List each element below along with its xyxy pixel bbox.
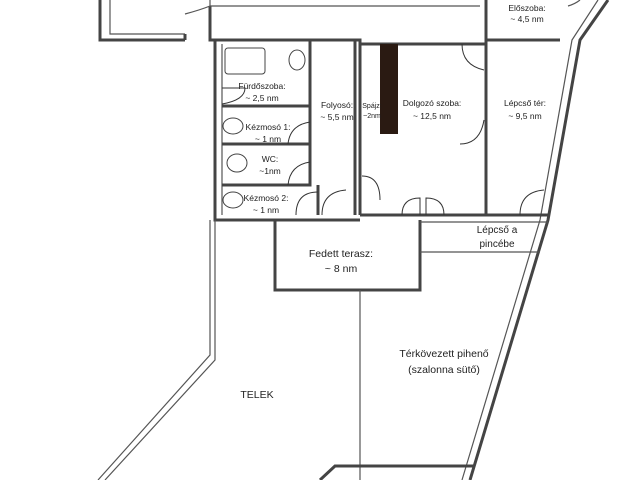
right-arc [567, 0, 581, 7]
spajz-shelf [380, 44, 398, 134]
wc-toilet [226, 153, 248, 173]
top-left-wall [98, 0, 185, 42]
label-pihenő-2: (szalonna sütő) [408, 364, 480, 376]
label-terasz-name: Fedett terasz: [309, 248, 373, 260]
label-dolgozo-area: ~ 12,5 nm [413, 111, 451, 121]
label-spajz-area: ~2nm [363, 113, 381, 120]
door-terasz-left [401, 197, 421, 216]
label-furdoszoba-area: ~ 2,5 nm [245, 93, 278, 103]
label-eloszoba-name: Előszoba: [508, 3, 545, 13]
label-kezmoso2-name: Kézmosó 2: [244, 193, 289, 203]
top-edge [209, 0, 480, 7]
label-dolgozo-name: Dolgozó szoba: [403, 98, 462, 108]
door-dolgozo-top [461, 43, 485, 71]
label-lepcso-pince-1: Lépcső a [477, 225, 518, 236]
plot-left-edge [104, 220, 216, 480]
lepcso-pince-box [420, 221, 548, 253]
door-folyoso [321, 189, 347, 216]
label-eloszoba-area: ~ 4,5 nm [510, 14, 543, 24]
kezmoso2-sink [222, 191, 244, 209]
door-kezmoso1 [287, 121, 311, 145]
plot-left-inner [97, 220, 211, 480]
top-left-inner-wall [109, 0, 185, 35]
door-furdo [221, 87, 246, 105]
bath-sink [288, 49, 306, 71]
kezmoso1-sink [222, 117, 244, 135]
label-kezmoso1-name: Kézmosó 1: [246, 122, 291, 132]
label-telek: TELEK [240, 389, 273, 401]
bathtub [224, 47, 266, 75]
door-spajz [361, 175, 381, 201]
door-dolgozo-right [459, 119, 485, 145]
label-pihenő-1: Térkövezett pihenő [399, 348, 488, 360]
right-inner-wall [461, 0, 599, 480]
door-lepcso [519, 189, 545, 216]
upper-corridor-wall [183, 6, 362, 44]
upper-arc [184, 5, 211, 15]
label-furdoszoba-name: Fürdőszoba: [238, 81, 285, 91]
door-kezmoso2 [295, 191, 319, 216]
door-terasz-right [425, 197, 445, 216]
right-outer-wall [468, 0, 610, 480]
label-kezmoso2-area: ~ 1 nm [253, 205, 279, 215]
label-wc-name: WC: [262, 154, 279, 164]
label-lepcsoter-area: ~ 9,5 nm [508, 111, 541, 121]
label-spajz-name: Spájz: [362, 103, 382, 110]
label-lepcso-pince-2: pincébe [479, 239, 514, 250]
label-terasz-area: ~ 8 nm [325, 263, 358, 275]
label-wc-area: ~1nm [259, 166, 281, 176]
label-folyoso-name: Folyosó: [321, 100, 353, 110]
door-wc [287, 161, 311, 186]
bottom-wall [318, 464, 475, 480]
label-folyoso-area: ~ 5,5 nm [320, 112, 353, 122]
label-lepcsoter-name: Lépcső tér: [504, 98, 546, 108]
label-kezmoso1-area: ~ 1 nm [255, 134, 281, 144]
terasz-box [273, 220, 422, 292]
wc-wall [222, 144, 312, 187]
